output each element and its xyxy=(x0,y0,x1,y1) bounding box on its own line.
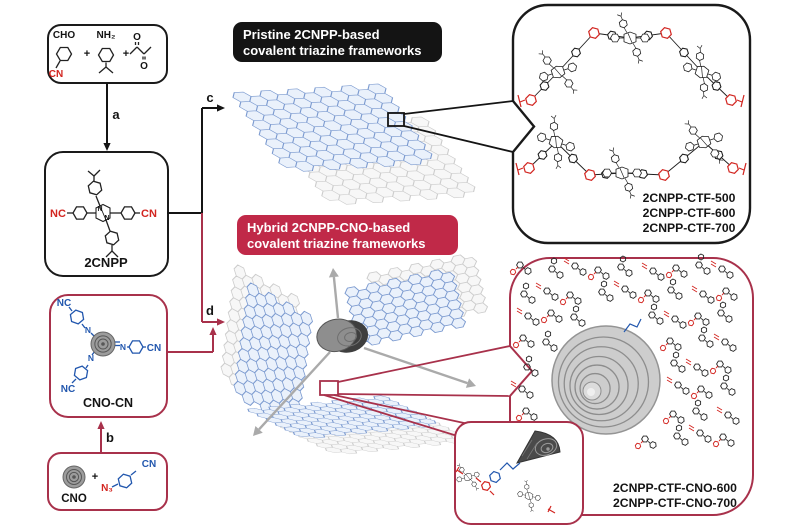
hybrid-zoom-callout-rect xyxy=(319,380,339,396)
callout-line xyxy=(403,100,514,115)
carbon-nano-onion xyxy=(551,325,661,435)
hybrid-product-label: 2CNPP-CTF-CNO-600 xyxy=(613,481,737,495)
step-d-label: d xyxy=(206,303,214,318)
plus-sign: + xyxy=(92,471,98,483)
cnpp-n-label: N xyxy=(104,215,109,222)
callout-line xyxy=(323,394,465,439)
cnpp-nc-label: NC xyxy=(50,208,66,220)
cnocn-cn-label: CN xyxy=(147,343,161,354)
reaction-arrows xyxy=(97,83,225,452)
hybrid-banner-line1: Hybrid 2CNPP-CNO-based xyxy=(247,220,410,235)
cnocn-nc-label: NC xyxy=(57,298,71,309)
cnocn-nc-label: NC xyxy=(61,384,75,395)
hybrid-banner-line2: covalent triazine frameworks xyxy=(247,236,425,251)
cnocn-monomer-box xyxy=(49,294,168,418)
cno-linkage-structure xyxy=(455,430,561,514)
pristine-product-label: 2CNPP-CTF-600 xyxy=(643,206,736,220)
callout-line xyxy=(337,345,511,383)
cnpp-cn-label: CN xyxy=(141,208,157,220)
hybrid-banner xyxy=(237,215,458,255)
pristine-banner-line1: Pristine 2CNPP-based xyxy=(243,27,380,42)
ketone-oxygen-label: O xyxy=(140,61,148,72)
triazine-macrocycle-structure xyxy=(515,12,747,199)
cnpp-n-label: N xyxy=(97,206,102,213)
pristine-product-label: 2CNPP-CTF-500 xyxy=(643,191,736,205)
ketone-oxygen-label: O xyxy=(133,32,141,43)
callout-line xyxy=(337,393,511,397)
pristine-ctf-sheets xyxy=(232,83,476,205)
pristine-product-label: 2CNPP-CTF-700 xyxy=(643,221,736,235)
cnocn-n-label: N xyxy=(85,325,91,335)
cnocn-n-label: N xyxy=(88,353,94,363)
cnocn-n-label: N xyxy=(120,342,126,352)
nitrile-label: CN xyxy=(49,69,63,80)
cnpp-name: 2CNPP xyxy=(84,255,128,270)
pristine-banner-line2: covalent triazine frameworks xyxy=(243,43,421,58)
hybrid-ctf-sheets xyxy=(220,254,489,455)
pristine-banner xyxy=(233,22,442,62)
pristine-zoom-callout-rect xyxy=(387,112,405,127)
hybrid-ctf-network-structure xyxy=(509,253,740,450)
cnocn-name: CNO-CN xyxy=(83,396,133,410)
callout-line xyxy=(333,394,479,427)
cno-name: CNO xyxy=(61,493,87,505)
cno-disc xyxy=(316,318,369,353)
cno-linkage-inset-panel xyxy=(454,421,584,525)
step-a-label: a xyxy=(112,107,120,122)
step-c-label: c xyxy=(206,90,213,105)
hybrid-product-label: 2CNPP-CTF-CNO-700 xyxy=(613,496,737,510)
step-b-label: b xyxy=(106,430,114,445)
plus-sign: + xyxy=(123,48,129,60)
cno-cn-label: CN xyxy=(142,459,156,470)
aldehyde-label: CHO xyxy=(53,30,75,41)
amine-label: NH₂ xyxy=(97,30,116,41)
monomer-structures xyxy=(55,42,152,489)
callout-line xyxy=(403,125,514,153)
plus-sign: + xyxy=(84,48,90,60)
azide-label: N₃ xyxy=(101,483,113,494)
